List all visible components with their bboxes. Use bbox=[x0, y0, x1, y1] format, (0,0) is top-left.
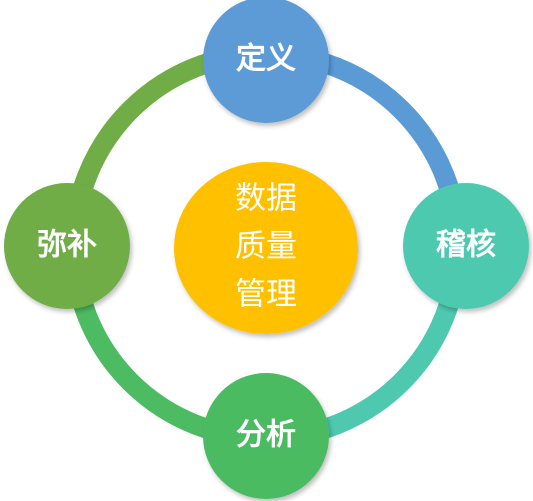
center-node: 数据 质量 管理 bbox=[174, 162, 358, 334]
node-audit: 稽核 bbox=[403, 183, 529, 309]
center-line-2: 质量 bbox=[235, 229, 297, 265]
center-line-1: 数据 bbox=[235, 181, 297, 217]
node-define-label: 定义 bbox=[236, 42, 296, 77]
node-remedy: 弥补 bbox=[4, 183, 130, 309]
node-analyze: 分析 bbox=[203, 373, 329, 499]
center-line-3: 管理 bbox=[235, 277, 297, 313]
node-remedy-label: 弥补 bbox=[37, 228, 97, 263]
node-define: 定义 bbox=[203, 0, 329, 123]
node-audit-label: 稽核 bbox=[436, 228, 496, 263]
node-analyze-label: 分析 bbox=[236, 418, 296, 453]
